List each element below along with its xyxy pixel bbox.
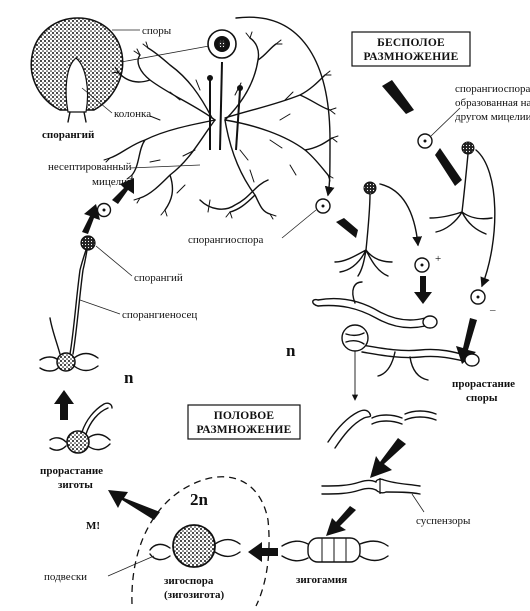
bigarrow-to-mycelium (112, 178, 134, 204)
asexual-title-1: БЕСПОЛОЕ (377, 37, 445, 49)
leader-suspensor-appendages (107, 555, 155, 577)
label-plus: + (435, 253, 441, 265)
bigarrow-top-right (382, 80, 414, 114)
label-zygospore-2: (зигозигота) (164, 589, 225, 601)
zygote-germination (49, 402, 113, 454)
label-columella: колонка (114, 108, 151, 120)
sporangium-highlight (207, 29, 237, 59)
asexual-title-2: РАЗМНОЖЕНИЕ (364, 51, 459, 63)
leader-sporangiophore (79, 299, 121, 315)
bigarrow-spore-to-young (336, 218, 358, 238)
leader-mycelium (129, 164, 201, 169)
label-meiosis: М! (86, 520, 100, 532)
ploidy-2n: 2n (190, 490, 209, 509)
label-other-3: другом мицелии (455, 111, 530, 123)
label-zygote-germ-1: прорастание (40, 465, 103, 477)
sexual-box: ПОЛОВОЕ РАЗМНОЖЕНИЕ (187, 404, 301, 440)
bigarrow-plus-down (414, 276, 432, 304)
progametangia (327, 409, 437, 449)
sexual-title-1: ПОЛОВОЕ (214, 410, 275, 422)
label-spore-germ-2: споры (466, 392, 498, 404)
sporangium-large (30, 17, 124, 123)
label-appendages: подвески (44, 571, 87, 583)
ploidy-n-left: n (124, 368, 134, 387)
leader-other-spore (430, 107, 461, 137)
arrow-to-plus (379, 183, 423, 247)
spore-left (96, 202, 112, 218)
label-zygote-germ-2: зиготы (58, 479, 93, 491)
diploid-boundary (131, 476, 270, 607)
sexual-title-2: РАЗМНОЖЕНИЕ (197, 424, 292, 436)
arrow-to-sporangiospore (235, 16, 335, 197)
label-sporangium-top: спорангий (42, 129, 95, 141)
label-sporangiophore: спорангиеносец (122, 309, 197, 321)
label-sporangiospore: спорангиоспора (188, 234, 263, 246)
label-zygospore-1: зигоспора (164, 575, 214, 587)
leader-suspensors (411, 493, 425, 513)
bigarrow-to-zygogamy (326, 506, 356, 536)
coenocytic-mycelium (103, 31, 339, 220)
leader-sporangium-mid (95, 245, 133, 277)
bigarrow-to-zygospore (248, 542, 278, 562)
bigarrow-to-germination (108, 490, 160, 520)
sporangiospore-center (315, 198, 331, 214)
spore-minus (470, 289, 486, 305)
young-sporangiophore-right (429, 141, 493, 235)
gametangia (321, 478, 421, 495)
label-spores: споры (142, 25, 172, 37)
leader-sporangium-zoom (120, 45, 210, 63)
bigarrow-other-to-young (435, 148, 462, 186)
leader-columella (81, 87, 113, 114)
spore-plus (414, 257, 430, 273)
label-spore-germ-1: прорастание (452, 378, 515, 390)
zygospore (149, 524, 241, 568)
label-suspensors: суспензоры (416, 515, 471, 527)
leader-sporangiospore (281, 209, 317, 239)
young-sporangiophore-center (334, 181, 393, 277)
label-minus: – (489, 304, 496, 316)
zygogamy (281, 537, 389, 563)
asexual-box: БЕСПОЛОЕ РАЗМНОЖЕНИЕ (351, 31, 471, 67)
sporangiophore-from-zygote (39, 235, 99, 372)
label-sporangium-mid: спорангий (134, 272, 183, 284)
label-mycelium-1: несептированный (48, 161, 132, 173)
bigarrow-minus-down (456, 318, 477, 364)
contact-zoom-circle (341, 324, 369, 352)
label-other-1: спорангиоспора, (455, 83, 530, 95)
arrow-to-minus (475, 149, 496, 288)
germinating-hyphae (312, 281, 480, 381)
label-zygogamy: зигогамия (296, 574, 347, 586)
bigarrow-to-spore-left (82, 204, 100, 234)
ploidy-n-mid: n (286, 341, 296, 360)
bigarrow-to-gametangia (370, 438, 406, 478)
label-other-2: образованная на (455, 97, 530, 109)
bigarrow-germination-up (54, 390, 74, 420)
spore-other-mycelium (417, 133, 433, 149)
